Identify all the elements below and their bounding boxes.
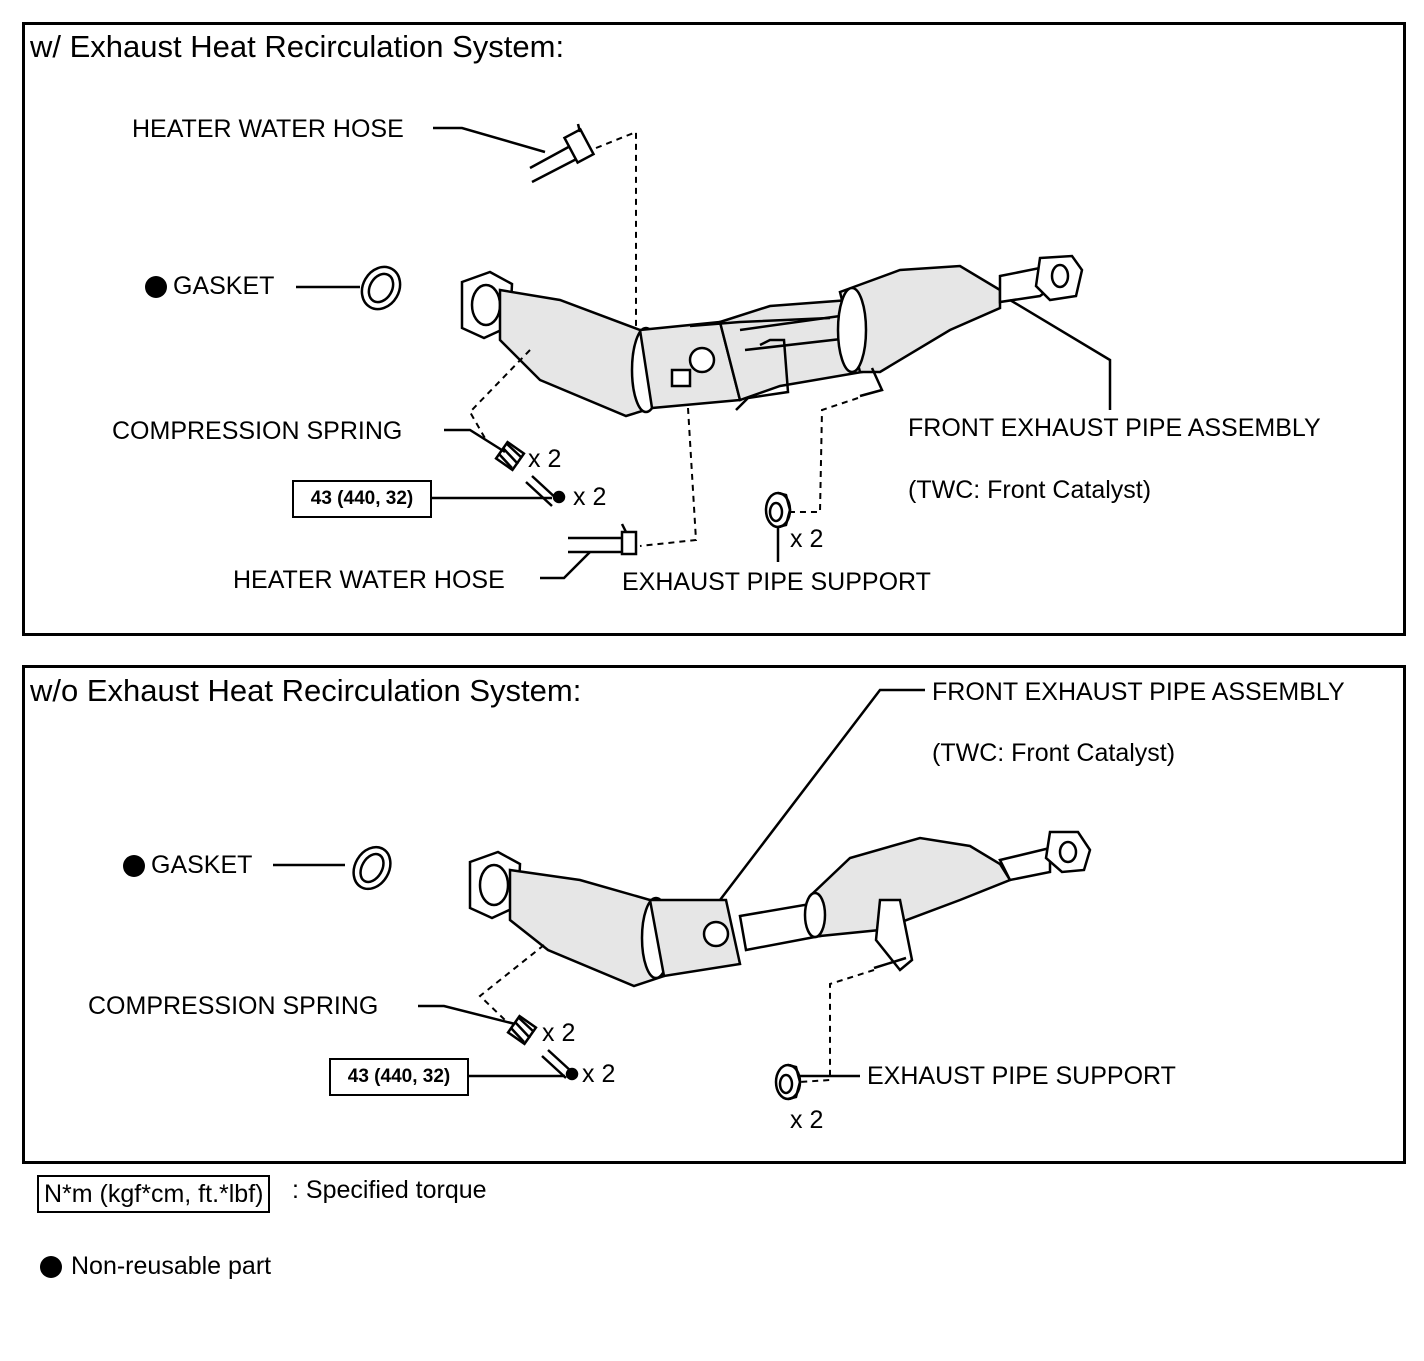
gasket-part-bottom — [352, 845, 392, 891]
label-heater-water-hose-lower: HEATER WATER HOSE — [233, 566, 505, 594]
legend-torque-unit-box: N*m (kgf*cm, ft.*lbf) — [37, 1175, 271, 1213]
label-twc-front-catalyst-bottom: (TWC: Front Catalyst) — [932, 739, 1176, 767]
heater-water-hose-lower-part — [568, 523, 638, 556]
qty-support-top: x 2 — [790, 525, 824, 553]
qty-support-bottom: x 2 — [790, 1106, 824, 1134]
compression-spring-part-top — [494, 440, 526, 472]
legend-torque-description: : Specified torque — [292, 1176, 487, 1204]
legend-non-reusable-part: Non-reusable part — [71, 1252, 272, 1280]
label-gasket-top: GASKET — [173, 272, 275, 300]
label-front-exhaust-pipe-top: FRONT EXHAUST PIPE ASSEMBLY — [908, 414, 1321, 442]
leader-compression-spring-top — [444, 428, 506, 454]
non-reusable-bullet-icon — [145, 276, 167, 298]
front-exhaust-pipe-assembly-top — [460, 254, 1084, 418]
panel-title-with-recirculation: w/ Exhaust Heat Recirculation System: — [30, 29, 565, 64]
label-exhaust-pipe-support-bottom: EXHAUST PIPE SUPPORT — [867, 1062, 1176, 1090]
label-compression-spring-bottom: COMPRESSION SPRING — [88, 992, 379, 1020]
leader-compression-spring-bottom — [418, 1004, 516, 1026]
front-exhaust-pipe-assembly-bottom — [468, 830, 1092, 988]
label-compression-spring-top: COMPRESSION SPRING — [112, 417, 403, 445]
qty-bolt-bottom: x 2 — [582, 1060, 616, 1088]
gasket-part-top — [360, 265, 402, 311]
leader-front-pipe-bottom — [719, 688, 925, 901]
label-heater-water-hose-upper: HEATER WATER HOSE — [132, 115, 404, 143]
torque-spec-box-bottom: 43 (440, 32) — [329, 1058, 469, 1096]
panel-title-without-recirculation: w/o Exhaust Heat Recirculation System: — [30, 673, 582, 708]
qty-spring-bottom: x 2 — [542, 1019, 576, 1047]
qty-bolt-top: x 2 — [573, 483, 607, 511]
qty-spring-top: x 2 — [528, 445, 562, 473]
leader-heater-hose-upper — [433, 126, 546, 154]
torque-spec-box-top: 43 (440, 32) — [292, 480, 432, 518]
bolt-part-bottom — [541, 1049, 579, 1081]
label-gasket-bottom: GASKET — [151, 851, 253, 879]
heater-water-hose-upper-part — [529, 123, 596, 184]
label-twc-front-catalyst-top: (TWC: Front Catalyst) — [908, 476, 1152, 504]
label-exhaust-pipe-support-top: EXHAUST PIPE SUPPORT — [622, 568, 931, 596]
bolt-part-top — [525, 475, 566, 507]
leader-front-pipe-top — [1009, 298, 1112, 410]
exhaust-pipe-support-part-top — [764, 491, 792, 529]
non-reusable-bullet-icon — [123, 855, 145, 877]
exhaust-pipe-support-part-bottom — [774, 1063, 802, 1101]
non-reusable-legend-icon — [40, 1256, 62, 1278]
label-front-exhaust-pipe-bottom: FRONT EXHAUST PIPE ASSEMBLY — [932, 678, 1345, 706]
leader-heater-hose-lower — [540, 551, 591, 580]
diagram-panel-without-recirculation — [22, 665, 1406, 1164]
